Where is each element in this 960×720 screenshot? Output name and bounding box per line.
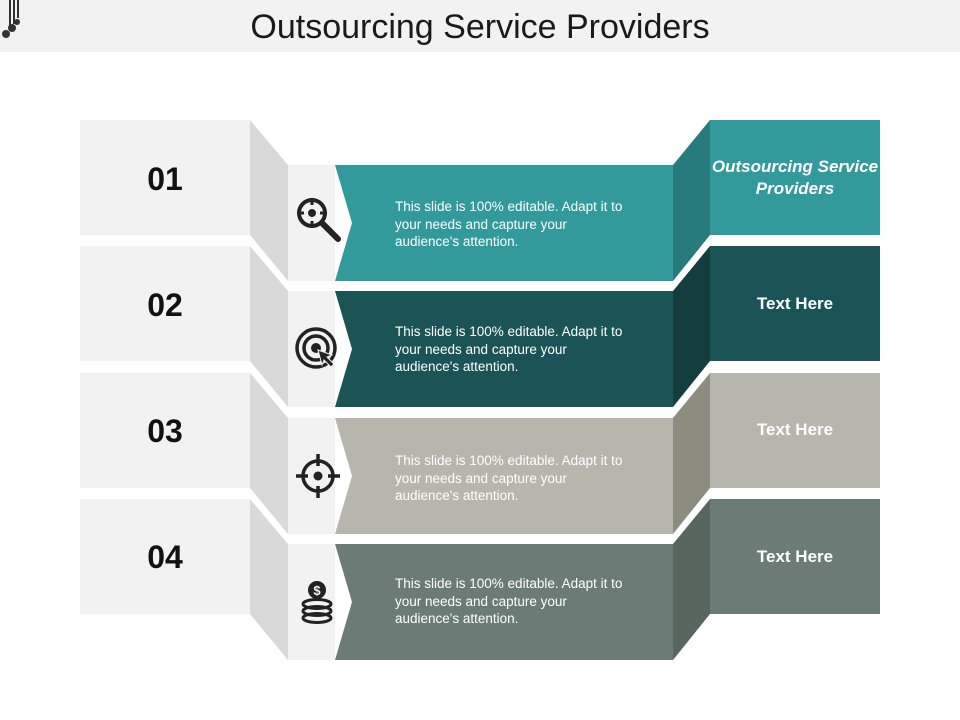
band-fold-04 — [673, 499, 710, 660]
description-band-02 — [335, 291, 673, 407]
number-panel-fold-03 — [250, 373, 288, 534]
row-label-01: Outsourcing Service Providers — [711, 157, 879, 198]
band-fold-03 — [673, 373, 710, 534]
page-title: Outsourcing Service Providers — [250, 8, 710, 46]
row-description-01: This slide is 100% editable. Adapt it to… — [395, 199, 623, 249]
description-band-01 — [335, 165, 673, 281]
band-fold-02 — [673, 246, 710, 407]
label-panel-01 — [710, 120, 880, 235]
target-cursor-icon — [295, 327, 337, 369]
header-bar — [0, 0, 960, 52]
svg-text:$: $ — [313, 583, 321, 598]
number-panel-fold-04 — [250, 499, 288, 660]
description-band-03 — [335, 418, 673, 534]
row-label-04: Text Here — [756, 547, 834, 566]
icon-strip-03 — [288, 418, 335, 534]
row-number-04: 04 — [147, 539, 183, 575]
row-label-02: Text Here — [756, 294, 834, 313]
magnifier-target-icon — [297, 198, 341, 242]
row-number-02: 02 — [147, 287, 183, 323]
label-panel-04 — [710, 499, 880, 614]
number-panel-fold-01 — [250, 120, 288, 281]
icon-strip-04 — [288, 544, 335, 660]
row-description-03: This slide is 100% editable. Adapt it to… — [395, 453, 623, 503]
crosshair-icon — [296, 454, 340, 498]
number-panel-03 — [80, 373, 250, 488]
band-fold-01 — [673, 120, 710, 281]
description-band-04 — [335, 544, 673, 660]
row-number-01: 01 — [147, 161, 183, 197]
row-label-03: Text Here — [756, 420, 834, 439]
row-description-02: This slide is 100% editable. Adapt it to… — [395, 324, 623, 374]
number-panel-04 — [80, 499, 250, 614]
row-number-03: 03 — [147, 413, 183, 449]
logo-icon — [2, 0, 20, 38]
number-panel-01 — [80, 120, 250, 235]
dollar-coins-icon: $ — [301, 581, 333, 624]
number-panel-02 — [80, 246, 250, 361]
row-description-04: This slide is 100% editable. Adapt it to… — [395, 576, 623, 626]
label-panel-02 — [710, 246, 880, 361]
label-panel-03 — [710, 373, 880, 488]
number-panel-fold-02 — [250, 246, 288, 407]
